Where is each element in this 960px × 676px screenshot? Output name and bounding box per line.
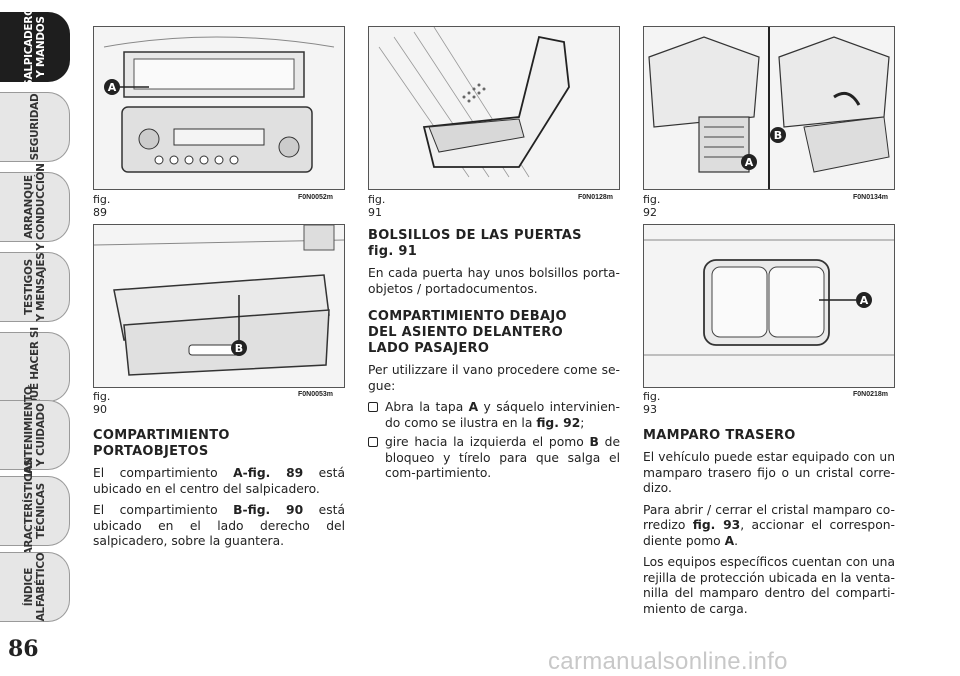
tab-que-hacer-si[interactable]: QUÉ HACER SI xyxy=(0,327,70,407)
marker-a: A xyxy=(860,294,869,307)
tab-caracteristicas[interactable]: CARACTERÍSTICAS TÉCNICAS xyxy=(0,459,70,563)
figure-91-code: F0N0128m xyxy=(578,194,614,201)
marker-b: B xyxy=(774,129,782,142)
column-3: MAMPARO TRASERO El vehículo puede estar … xyxy=(643,428,895,623)
list-item: gire hacia la izquierda el pomo B de blo… xyxy=(368,435,620,482)
paragraph: El compartimiento B-fig. 90 está ubicado… xyxy=(93,503,345,548)
heading-bolsillos-puertas: BOLSILLOS DE LAS PUERTAS fig. 91 xyxy=(368,228,582,259)
section-tabs: SALPICADERO Y MANDOS SEGURIDAD ARRANQUE … xyxy=(0,0,75,640)
watermark: carmanualsonline.info xyxy=(548,648,788,675)
figure-93-code: F0N0218m xyxy=(853,391,889,398)
figure-93-image: A xyxy=(643,224,895,388)
figure-89-caption: fig. 89 xyxy=(93,193,111,219)
tab-testigos[interactable]: TESTIGOS Y MENSAJES xyxy=(0,252,70,322)
paragraph: Los equipos específicos cuentan con una … xyxy=(643,555,895,616)
paragraph: Para abrir / cerrar el cristal mamparo c… xyxy=(643,502,895,548)
figure-89-image: A xyxy=(93,26,345,190)
heading-compartimiento-portaobjetos: COMPARTIMIENTO PORTAOBJETOS xyxy=(93,428,230,459)
column-1: COMPARTIMIENTO PORTAOBJETOS El compartim… xyxy=(93,428,345,556)
figure-90-image: B xyxy=(93,224,345,388)
tab-seguridad[interactable]: SEGURIDAD xyxy=(0,92,70,162)
figure-91-caption: fig. 91 xyxy=(368,193,386,219)
figure-92-code: F0N0134m xyxy=(853,194,889,201)
paragraph: En cada puerta hay unos bolsillos porta-… xyxy=(368,266,620,296)
marker-a: A xyxy=(108,81,117,94)
page-number: 86 xyxy=(8,636,39,662)
marker-a: A xyxy=(745,156,754,169)
marker-b: B xyxy=(235,342,243,355)
checkbox-bullet-icon xyxy=(368,402,378,412)
paragraph: El vehículo puede estar equipado con un … xyxy=(643,450,895,495)
tab-arranque[interactable]: ARRANQUE Y CONDUCCIÓN xyxy=(0,163,70,251)
heading-mamparo-trasero: MAMPARO TRASERO xyxy=(643,428,796,443)
figure-90-code: F0N0053m xyxy=(298,391,334,398)
step-list: Abra la tapa A y sáquelo intervinien-do … xyxy=(368,400,620,482)
checkbox-bullet-icon xyxy=(368,437,378,447)
heading-compartimiento-asiento: COMPARTIMIENTO DEBAJO DEL ASIENTO DELANT… xyxy=(368,309,567,356)
figure-89-code: F0N0052m xyxy=(298,194,334,201)
figure-90-caption: fig. 90 xyxy=(93,390,111,416)
tab-mantenimiento[interactable]: MANTENIMIENTO Y CUIDADO xyxy=(0,387,70,483)
figure-93-caption: fig. 93 xyxy=(643,390,661,416)
list-item: Abra la tapa A y sáquelo intervinien-do … xyxy=(368,400,620,431)
figure-92-image: B A xyxy=(643,26,895,190)
figure-91-image xyxy=(368,26,620,190)
paragraph: Per utilizzare il vano procedere come se… xyxy=(368,363,620,393)
paragraph: El compartimiento A-fig. 89 está ubicado… xyxy=(93,466,345,496)
figure-92-caption: fig. 92 xyxy=(643,193,661,219)
column-2: BOLSILLOS DE LAS PUERTAS fig. 91 En cada… xyxy=(368,228,620,486)
tab-salpicadero[interactable]: SALPICADERO Y MANDOS xyxy=(0,7,70,87)
tab-indice[interactable]: ÍNDICE ALFABÉTICO xyxy=(0,552,70,622)
